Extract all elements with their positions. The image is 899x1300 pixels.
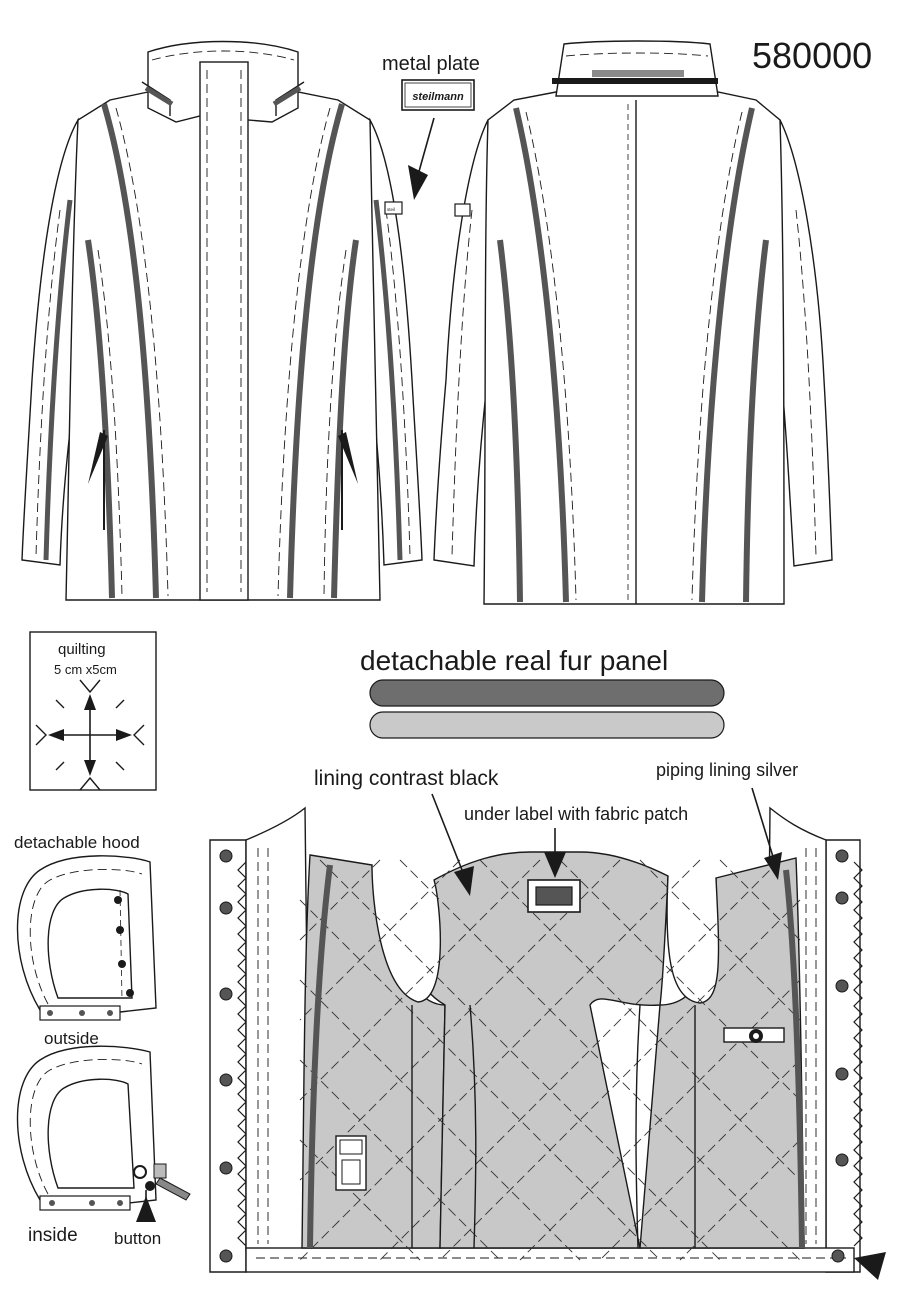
corner-arrow-icon	[854, 1252, 886, 1280]
back-collar	[555, 40, 719, 97]
metal-plate	[401, 79, 475, 111]
article-number: 580000	[752, 35, 872, 76]
front-sleeve-badge	[384, 201, 403, 215]
front-piping-left	[101, 103, 159, 599]
label-metal-plate: metal plate	[382, 53, 480, 75]
quilting-detail-box: quilting 5 cm x5cm	[29, 631, 157, 791]
front-right-pocket-zipper	[338, 432, 358, 484]
front-piping-right	[287, 103, 345, 599]
jacket-front-view: steil	[21, 40, 423, 601]
label-lining-contrast: lining contrast black	[314, 767, 499, 790]
label-inside: inside	[28, 1225, 78, 1246]
fur-panel-light-bar	[369, 711, 725, 739]
metal-plate-brand: steilmann	[412, 91, 464, 103]
label-outside: outside	[44, 1029, 99, 1048]
back-collar-band	[552, 78, 718, 84]
label-fur-panel: detachable real fur panel	[360, 645, 668, 676]
lining-piping-left	[307, 864, 333, 1249]
metal-plate-arrow	[408, 165, 428, 200]
snap-buttons-right	[831, 849, 849, 1263]
fur-panel-dark-bar	[369, 679, 725, 707]
lining-quilting-pattern	[299, 859, 801, 1261]
hood-inside-view	[16, 1045, 191, 1211]
jacket-inside-view	[209, 806, 886, 1280]
button-arrow	[136, 1196, 156, 1222]
snap-buttons-left	[219, 849, 233, 1263]
label-under-label: under label with fabric patch	[464, 804, 688, 824]
lining-piping-right	[783, 869, 805, 1249]
inside-pocket-tag	[335, 1135, 367, 1191]
label-detachable-hood: detachable hood	[14, 833, 140, 852]
jacket-back-view	[433, 40, 833, 605]
front-left-pocket-zipper	[88, 432, 108, 484]
hood-outside-view	[16, 855, 157, 1021]
back-sleeve-badge	[454, 203, 471, 217]
label-button: button	[114, 1229, 161, 1248]
svg-text:steil: steil	[387, 207, 395, 212]
label-piping-lining: piping lining silver	[656, 760, 798, 780]
front-placket	[199, 61, 249, 601]
lining-contrast-arrow	[454, 866, 474, 896]
label-quilting-size: 5 cm x5cm	[54, 662, 117, 677]
label-quilting: quilting	[58, 641, 106, 658]
under-label-arrow	[544, 852, 566, 878]
piping-lining-arrow	[764, 852, 782, 880]
